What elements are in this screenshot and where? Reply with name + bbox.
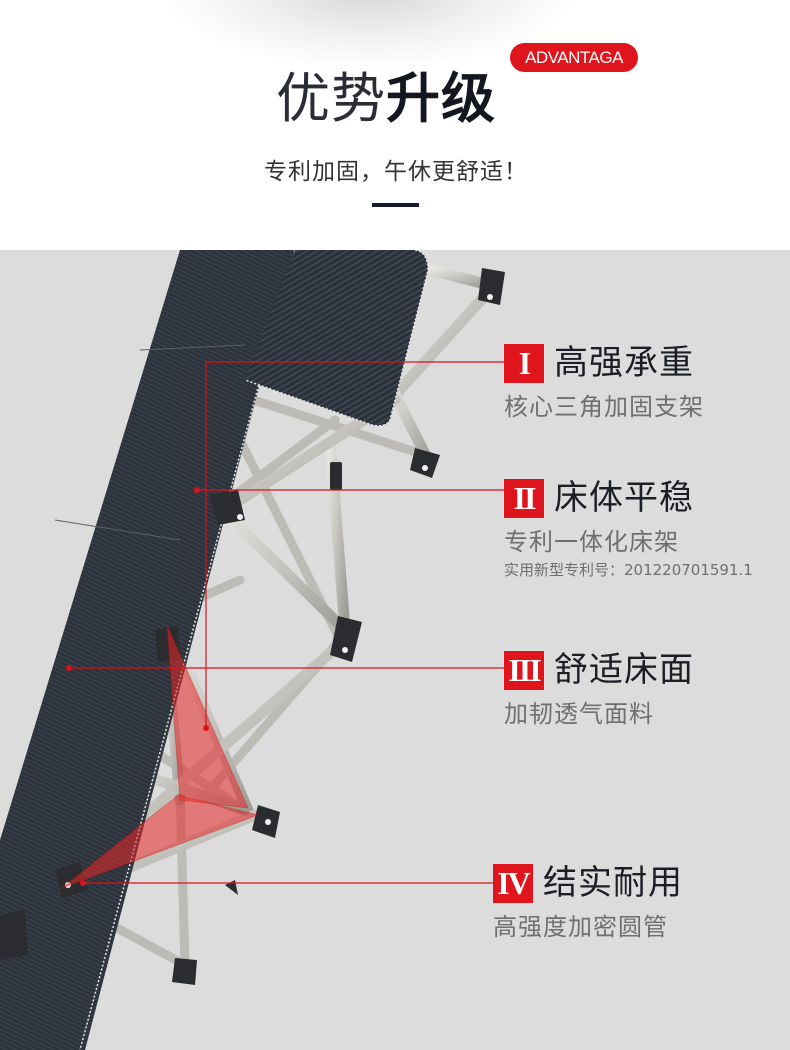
title-divider [372, 203, 419, 207]
page-title: 优势升级 [276, 64, 496, 134]
feature-numeral: III [504, 650, 544, 690]
feature-item-4: IV 结实耐用 高强度加密圆管 [493, 863, 683, 942]
frame-joints [0, 268, 505, 985]
product-feature-panel: I 高强承重 核心三角加固支架 II 床体平稳 专利一体化床架 实用新型专利号：… [0, 250, 790, 1050]
header-section: 优势升级 ADVANTAGA 专利加固，午休更舒适！ [0, 0, 790, 250]
feature-numeral: IV [493, 863, 533, 903]
feature-numeral: II [504, 478, 544, 518]
feature-description: 专利一体化床架 [504, 528, 679, 556]
feature-title: 床体平稳 [554, 478, 694, 518]
subtitle: 专利加固，午休更舒适！ [264, 159, 528, 185]
cot-mat [0, 250, 295, 1050]
title-light: 优势 [276, 67, 386, 130]
triangle-highlight-upper [166, 624, 249, 809]
folding-cot-illustration [0, 250, 505, 1050]
feature-description: 高强度加密圆管 [493, 913, 668, 941]
advantage-badge: ADVANTAGA [510, 43, 638, 72]
feature-title: 结实耐用 [543, 863, 683, 903]
triangle-highlight-lower [61, 794, 260, 889]
callout-lines [69, 361, 504, 884]
feature-item-2: II 床体平稳 专利一体化床架 实用新型专利号：201220701591.1 [504, 478, 753, 580]
feature-description: 加韧透气面料 [504, 700, 654, 728]
patent-number: 实用新型专利号：201220701591.1 [504, 561, 753, 579]
feature-description: 核心三角加固支架 [504, 393, 704, 421]
cot-headrest [245, 250, 428, 426]
feature-item-1: I 高强承重 核心三角加固支架 [504, 343, 704, 422]
feature-item-3: III 舒适床面 加韧透气面料 [504, 650, 694, 729]
feature-title: 高强承重 [554, 343, 694, 383]
title-bold: 升级 [386, 67, 496, 130]
feature-numeral: I [504, 343, 544, 383]
feature-title: 舒适床面 [554, 650, 694, 690]
callout-dots [66, 487, 209, 886]
